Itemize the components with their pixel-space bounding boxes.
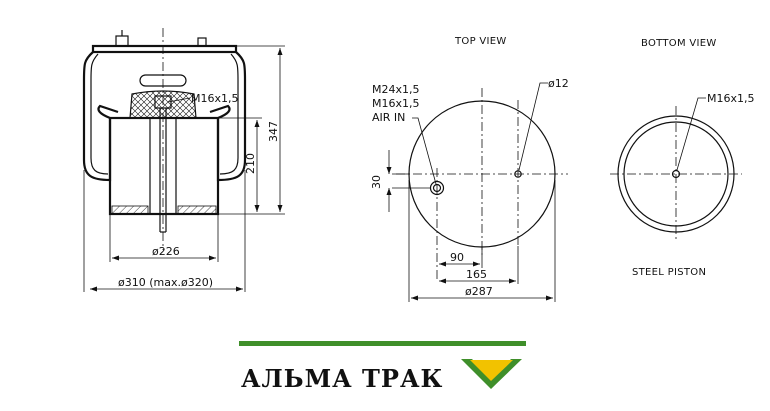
piston-nut	[154, 95, 172, 109]
brand-logo: АЛЬМА ТРАК	[239, 341, 526, 393]
top-plate	[91, 44, 238, 54]
dim-165: 165	[466, 268, 487, 281]
dim-226: ø226	[152, 245, 180, 258]
bottom-m16-leader	[676, 97, 706, 171]
stud-hole	[514, 170, 522, 178]
top-view-title: TOP VIEW	[454, 36, 507, 47]
m16-leader	[167, 97, 191, 103]
side-m16-label: M16x1,5	[191, 92, 239, 105]
dim-347: 347	[267, 121, 280, 142]
top-dia12-label: ø12	[548, 77, 569, 90]
bottom-view-title: BOTTOM VIEW	[641, 38, 717, 49]
air-in-leader	[412, 117, 437, 185]
bottom-m16-label: M16x1,5	[707, 92, 755, 105]
top-m16-label: M16x1,5	[372, 97, 420, 110]
dim-310: ø310 (max.ø320)	[118, 276, 213, 289]
air-fitting	[115, 35, 129, 47]
bottom-view: BOTTOM VIEW M16x1,5 STEEL PISTON	[610, 38, 755, 278]
top-stud	[197, 37, 207, 47]
side-view: M16x1,5 347 210 ø226 ø310 (max.ø320)	[82, 28, 285, 292]
brand-name: АЛЬМА ТРАК	[241, 364, 443, 393]
bellow-right-inner	[219, 53, 239, 175]
dim-287: ø287	[465, 285, 493, 298]
top-m24-label: M24x1,5	[372, 83, 420, 96]
top-air-in-label: AIR IN	[372, 111, 405, 124]
brand-bar	[239, 341, 526, 346]
piston-body	[108, 116, 220, 216]
bellow-right-wall	[209, 51, 247, 182]
dim-30: 30	[370, 175, 383, 189]
bellow-left-inner	[90, 53, 109, 175]
bottom-stud-hole	[671, 169, 681, 179]
bump-stop	[139, 74, 187, 87]
piston-cap	[129, 90, 197, 119]
dim-210: 210	[244, 153, 257, 174]
brand-chevron-icon	[461, 359, 522, 389]
dim-90: 90	[450, 251, 464, 264]
piston-base-right	[177, 205, 217, 215]
top-view: TOP VIEW M24x1,5 M16x1,5 AIR IN ø12 30 9…	[370, 36, 569, 302]
piston-base-left	[111, 205, 149, 215]
dia12-leader	[518, 82, 548, 171]
steel-piston-caption: STEEL PISTON	[632, 267, 706, 278]
bellow-left-wall	[82, 51, 119, 182]
